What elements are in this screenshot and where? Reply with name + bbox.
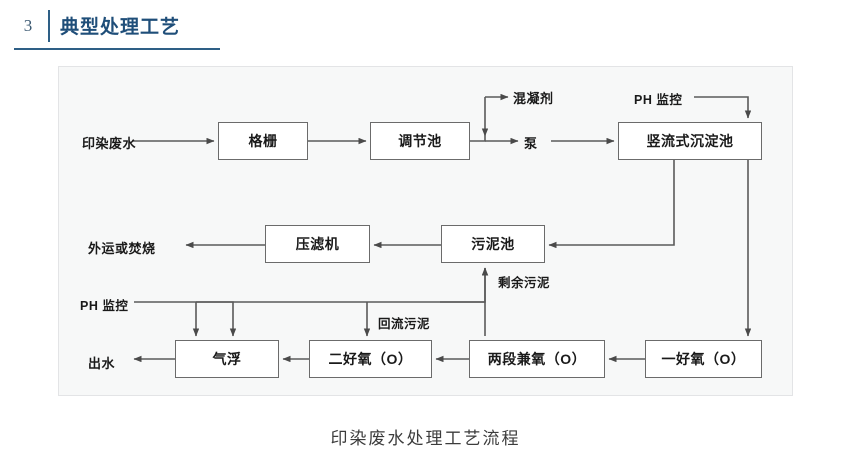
node-regulating-tank[interactable]: 调节池 [370, 122, 470, 160]
label-effluent: 出水 [88, 356, 116, 371]
node-filter-press[interactable]: 压滤机 [265, 225, 370, 263]
label-excess-sludge: 剩余污泥 [498, 276, 551, 290]
node-sludge-pool[interactable]: 污泥池 [441, 225, 545, 263]
page-header: 3 典型处理工艺 [0, 8, 232, 50]
label-haul-or-incinerate: 外运或焚烧 [88, 241, 156, 256]
node-grille[interactable]: 格栅 [218, 122, 308, 160]
label-return-sludge: 回流污泥 [378, 317, 431, 331]
header-underline [14, 48, 220, 50]
header-divider [48, 10, 50, 42]
node-first-aerobic[interactable]: 一好氧（O） [645, 340, 762, 378]
figure-caption: 印染废水处理工艺流程 [330, 429, 521, 448]
label-pump: 泵 [524, 136, 538, 151]
node-two-stage-facultative[interactable]: 两段兼氧（O） [469, 340, 605, 378]
node-air-flotation[interactable]: 气浮 [175, 340, 279, 378]
node-vertical-flow-settler[interactable]: 竖流式沉淀池 [618, 122, 762, 160]
label-influent: 印染废水 [82, 136, 137, 151]
header-number: 3 [23, 16, 33, 35]
label-ph-monitor-top: PH 监控 [634, 93, 683, 107]
label-coagulant: 混凝剂 [513, 91, 554, 106]
label-ph-monitor-bottom: PH 监控 [80, 299, 129, 313]
page-title: 典型处理工艺 [60, 17, 181, 38]
node-second-aerobic[interactable]: 二好氧（O） [309, 340, 432, 378]
